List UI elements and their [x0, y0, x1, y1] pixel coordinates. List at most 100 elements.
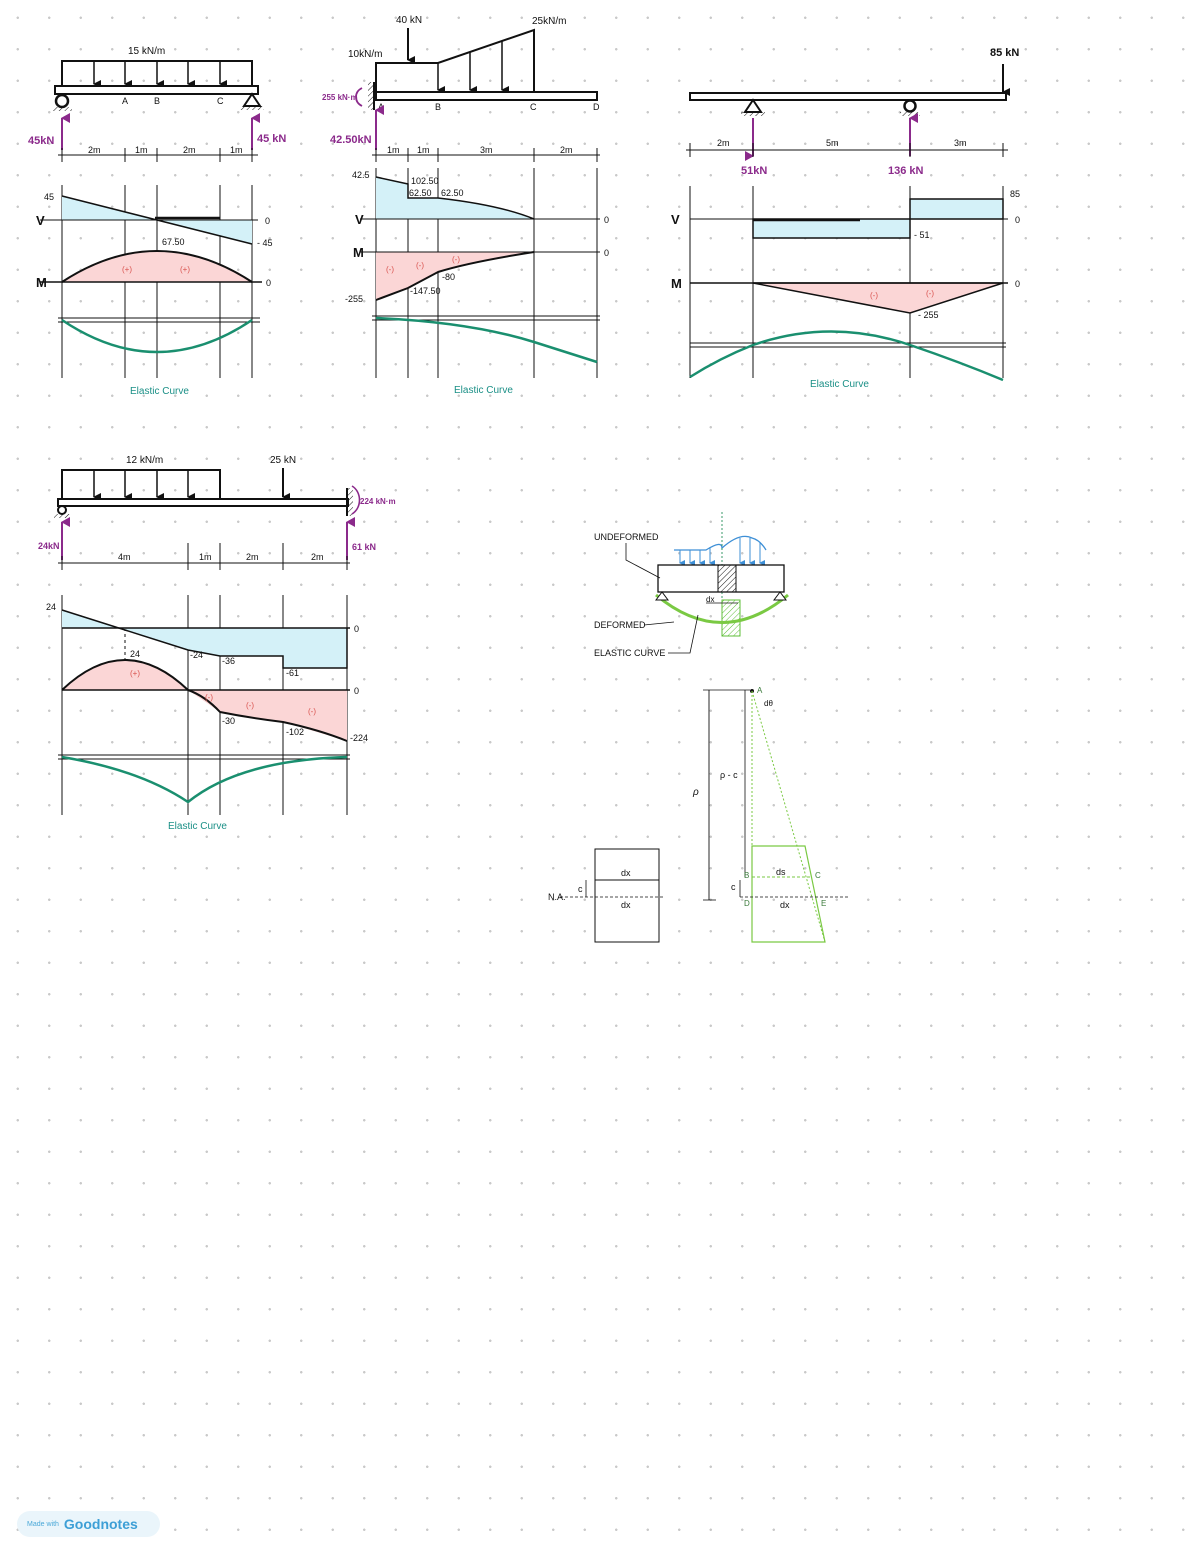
- d4-shear-diagram: 24 -24 -36 -61 0: [46, 602, 359, 678]
- d4-dimension-line: 4m 1m 2m 2m: [58, 543, 350, 570]
- theory-supports: [655, 591, 787, 601]
- d1-span-3: 2m: [183, 145, 196, 155]
- d4-dist-load-label: 12 kN/m: [126, 455, 163, 466]
- label-dx-right: dx: [780, 900, 790, 910]
- d1-m-zero: 0: [266, 278, 271, 288]
- d3-v-axis: V: [671, 212, 680, 227]
- d4-reaction-right: 61 kN: [352, 542, 376, 552]
- d3-point-load: 85 kN: [990, 47, 1019, 96]
- d4-span-1: 4m: [118, 552, 131, 562]
- d3-m-zero: 0: [1015, 279, 1020, 289]
- d2-sign-2: (-): [416, 261, 424, 270]
- d4-beam: [57, 498, 349, 507]
- deformed-element: [721, 599, 741, 637]
- d1-span-4: 1m: [230, 145, 243, 155]
- d1-beam: [54, 85, 259, 95]
- d3-span-2: 5m: [826, 138, 839, 148]
- d3-pin-support: [741, 98, 765, 116]
- d3-moment-diagram: M - 255 0 (-) (-): [671, 276, 1020, 320]
- d2-v-zero: 0: [604, 215, 609, 225]
- d4-reaction-left: 24kN: [38, 541, 60, 551]
- d1-point-b: B: [154, 96, 160, 106]
- made-with-goodnotes-badge[interactable]: Made with Goodnotes: [17, 1511, 160, 1537]
- d4-v-4: -61: [286, 668, 299, 678]
- d4-sign-2: (-): [205, 693, 213, 702]
- d2-span-4: 2m: [560, 145, 573, 155]
- d1-m-max: 67.50: [162, 237, 185, 247]
- label-deformed: DEFORMED: [594, 620, 646, 630]
- d1-load: 15 kN/m: [61, 46, 253, 88]
- d4-m-zero: 0: [354, 686, 359, 696]
- d1-elastic-curve: Elastic Curve: [58, 317, 260, 397]
- d4-sign-3: (-): [246, 701, 254, 710]
- d2-reaction-left: 42.50kN: [330, 134, 372, 146]
- d2-moment-reaction: 255 kN·m: [322, 93, 358, 102]
- d4-left-support: [54, 505, 70, 518]
- diagram-1-simply-supported-udl: 15 kN/m A B C 45kN 45 kN: [28, 46, 286, 397]
- d2-sign-1: (-): [386, 265, 394, 274]
- label-rho-minus-c: ρ - c: [720, 770, 738, 780]
- d2-m-axis: M: [353, 245, 364, 260]
- label-undeformed: UNDEFORMED: [594, 532, 659, 542]
- d4-point-load-label: 25 kN: [270, 455, 296, 466]
- d4-span-4: 2m: [311, 552, 324, 562]
- d2-point-a: A: [378, 102, 384, 112]
- d2-fixed-support: 255 kN·m: [322, 82, 375, 110]
- d3-dimension-line: 2m 5m 3m: [686, 138, 1008, 157]
- d2-m-zero: 0: [604, 248, 609, 258]
- d1-sign-right: (+): [180, 265, 190, 274]
- d1-pin-support: [240, 92, 264, 110]
- d4-v-2: -24: [190, 650, 203, 660]
- label-na: N.A.: [548, 892, 566, 902]
- d3-span-1: 2m: [717, 138, 730, 148]
- d2-dimension-line: 1m 1m 3m 2m: [372, 145, 600, 162]
- point-a: A: [757, 686, 763, 695]
- d2-moment-diagram: M -80 -147.50 -255 0 (-) (-) (-): [345, 245, 609, 304]
- d1-v-zero: 0: [265, 216, 270, 226]
- d2-m-3: -255: [345, 294, 363, 304]
- d2-beam: [375, 91, 598, 101]
- d1-v-axis: V: [36, 213, 45, 228]
- d3-v-pos: 85: [1010, 189, 1020, 199]
- d2-span-3: 3m: [480, 145, 493, 155]
- d2-m-2: -147.50: [410, 286, 441, 296]
- d2-shear-diagram: V 42.5 102.50 62.50 62.50 0: [352, 170, 609, 227]
- diagram-2-cantilever: 40 kN 10kN/m 25kN/m 255 kN·m A B C D 42.…: [322, 15, 609, 396]
- d4-elastic-curve: Elastic Curve: [58, 754, 350, 832]
- point-b: B: [744, 871, 749, 880]
- d2-m-1: -80: [442, 272, 455, 282]
- label-c-left: c: [578, 884, 583, 894]
- d1-point-a: A: [122, 96, 128, 106]
- d1-reactions: 45kN 45 kN: [28, 113, 286, 150]
- d1-curve-label: Elastic Curve: [130, 386, 189, 397]
- d3-sign-2: (-): [926, 289, 934, 298]
- d4-sign-4: (-): [308, 707, 316, 716]
- point-d: D: [744, 899, 750, 908]
- d4-m-1: 24: [130, 649, 140, 659]
- element-before-top: dx: [621, 868, 631, 878]
- d1-reaction-left: 45kN: [28, 135, 54, 147]
- d2-v-1: 42.5: [352, 170, 370, 180]
- d1-m-axis: M: [36, 275, 47, 290]
- d2-span-1: 1m: [387, 145, 400, 155]
- point-c: C: [815, 871, 821, 880]
- d4-moment-label: 224 kN·m: [360, 497, 396, 506]
- d3-reaction-a: 51kN: [741, 165, 767, 177]
- d4-sign-1: (+): [130, 669, 140, 678]
- element-before-bottom: dx: [621, 900, 631, 910]
- d4-moment-diagram: 24 -30 -102 -224 0 (+) (-) (-) (-): [61, 649, 368, 743]
- d2-sign-3: (-): [452, 255, 460, 264]
- d4-fixed-right: 224 kN·m: [346, 485, 396, 516]
- d3-roller-support: [900, 99, 920, 116]
- d1-sign-left: (+): [122, 265, 132, 274]
- d4-reactions: 24kN 61 kN: [38, 517, 376, 560]
- d3-elastic-curve: Elastic Curve: [689, 330, 1006, 390]
- d2-v-4: 62.50: [441, 188, 464, 198]
- d2-dist-left-label: 10kN/m: [348, 49, 382, 60]
- d3-m-min: - 255: [918, 310, 939, 320]
- d4-loads: 12 kN/m 25 kN: [61, 455, 296, 501]
- diagram-4-beam: 12 kN/m 25 kN 224 kN·m 24kN 61 kN: [38, 455, 396, 832]
- d1-span-1: 2m: [88, 145, 101, 155]
- d1-v-max: 45: [44, 192, 54, 202]
- d1-shear-diagram: V 45 - 45 0: [36, 192, 273, 248]
